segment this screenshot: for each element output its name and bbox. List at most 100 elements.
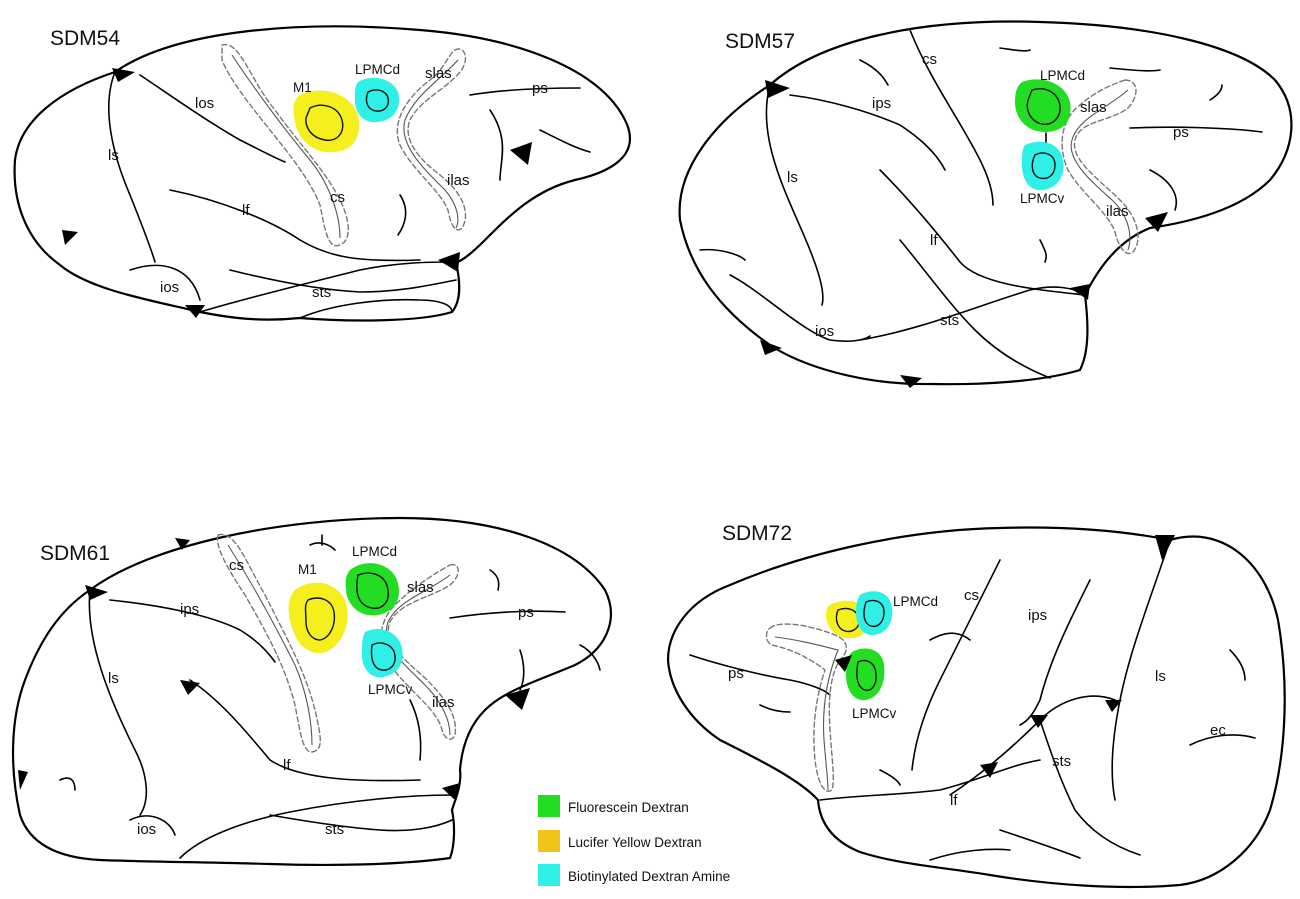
ips-sulcus-sdm61 [109, 599, 276, 663]
arcuate-dashed-sdm57 [1061, 79, 1139, 255]
label-sts-sdm54: sts [312, 284, 331, 301]
ips-sulcus-sdm57 [789, 94, 946, 171]
cs-dashed-sdm54 [221, 44, 349, 247]
label-los-sdm54: los [195, 95, 214, 112]
lf-sulcus-sdm54 [169, 189, 421, 262]
ps-sulcus-sdm72 [689, 654, 831, 696]
label-lpmcd-sdm57: LPMCd [1040, 68, 1085, 83]
injection-lpmcv-sdm72 [846, 648, 885, 701]
legend-swatch-bda [538, 864, 560, 886]
label-ec-sdm72: ec [1210, 722, 1226, 739]
lf-sulcus-sdm61 [189, 679, 421, 782]
temporal-lower-sdm54 [299, 298, 453, 319]
ps-sulcus-sdm57 [1129, 126, 1263, 133]
notch-5-sdm54 [185, 305, 205, 318]
label-ips-sdm57: ips [872, 95, 891, 112]
misc-2-sdm57 [999, 47, 1031, 52]
injection-lpmcv-core-sdm61 [370, 642, 396, 671]
legend-item-bda: Biotinylated Dextran Amine [538, 864, 730, 886]
notch-5-sdm57 [900, 375, 922, 388]
legend-swatch-fluorescein [538, 795, 560, 817]
arcuate-inner-sdm57 [1070, 89, 1131, 251]
misc-1-sdm57 [859, 59, 889, 86]
panel-sdm54: SDM54 los ls lf ios sts cs slas ilas ps … [13, 25, 631, 322]
notch-4-sdm72 [1105, 700, 1122, 712]
misc-3-sdm57 [1109, 67, 1161, 72]
label-lpmcv-sdm57: LPMCv [1020, 191, 1065, 206]
ec-sulcus-sdm72 [1189, 734, 1256, 746]
label-lf-sdm72: lf [950, 792, 958, 809]
cs-sulcus-sdm57 [909, 29, 994, 206]
misc-3-sdm72 [759, 704, 791, 713]
brain-outline-sdm54 [13, 25, 631, 322]
label-sts-sdm57: sts [940, 312, 959, 329]
ips-sulcus-sdm72 [1019, 579, 1091, 726]
injection-m1-core-sdm61 [304, 597, 336, 641]
notch-1-sdm57 [765, 80, 790, 98]
los-sulcus-sdm54 [139, 74, 286, 163]
label-cs-sdm54: cs [330, 189, 345, 206]
injection-lpmcd-core-sdm57 [1026, 88, 1061, 125]
label-ls-sdm72: ls [1155, 668, 1166, 685]
label-cs-sdm57: cs [922, 51, 937, 68]
cs-sulcus-sdm72 [911, 559, 1001, 771]
lf-sulcus-sdm57 [879, 169, 1086, 296]
misc-6-sdm57 [699, 248, 746, 261]
ls-sulcus-sdm61 [88, 589, 148, 816]
label-ps-sdm54: ps [532, 80, 548, 97]
misc-sulcus-1-sdm54 [489, 109, 504, 181]
label-lpmcv-sdm61: LPMCv [368, 682, 413, 697]
notch-2-sdm61 [175, 538, 190, 550]
notch-4-sdm57 [760, 340, 782, 355]
label-lpmcd-sdm72: LPMCd [893, 594, 938, 609]
misc-1-sdm72 [1229, 649, 1246, 681]
label-ls-sdm61: ls [108, 670, 119, 687]
label-slas-sdm57: slas [1080, 99, 1107, 116]
injection-lpmcd-sdm54 [354, 77, 400, 123]
label-lf-sdm57: lf [930, 232, 938, 249]
panel-id-sdm54: SDM54 [50, 27, 120, 50]
injection-lpmcd-sdm72 [856, 591, 893, 635]
injection-lpmcv-core-sdm57 [1031, 152, 1056, 180]
notch-5-sdm61 [18, 770, 28, 790]
brain-outline-sdm57 [678, 20, 1293, 386]
arcuate-dashed-sdm61 [380, 563, 459, 740]
cerebellum-line-sdm54 [199, 261, 457, 313]
label-lf-sdm61: lf [283, 757, 291, 774]
ps-sulcus-sdm61 [449, 610, 566, 619]
legend-swatch-lucifer-yellow [538, 830, 560, 852]
ls-sulcus-sdm54 [108, 71, 156, 263]
label-ilas-sdm54: ilas [447, 172, 470, 189]
misc-6-sdm72 [929, 848, 1011, 861]
ios-sulcus-sdm57 [729, 274, 871, 343]
label-lpmcv-sdm72: LPMCv [852, 706, 897, 721]
arcuate-dashed-sdm72 [765, 623, 847, 792]
label-lf-sdm54: lf [242, 202, 250, 219]
misc-2-sdm61 [489, 569, 500, 591]
cerebellum-line-sdm61 [179, 794, 453, 859]
notch-3-sdm54 [510, 142, 532, 165]
label-lpmcd-sdm61: LPMCd [352, 544, 397, 559]
arcuate-inner-sdm72 [774, 636, 839, 791]
notch-4-sdm61 [505, 688, 530, 710]
misc-7-sdm57 [1039, 239, 1047, 263]
cs-inner-sdm61 [227, 544, 313, 746]
label-ls-sdm54: ls [108, 147, 119, 164]
misc-3-sdm61 [409, 699, 422, 761]
cs-dashed-sdm61 [216, 533, 321, 753]
cerebellum-line-sdm57 [859, 286, 1086, 341]
arcuate-inner-sdm54 [403, 59, 459, 229]
injection-m1-core-sdm54 [305, 104, 344, 141]
notch-1-sdm54 [112, 68, 135, 82]
label-ips-sdm61: ips [180, 601, 199, 618]
label-m1-sdm54: M1 [293, 80, 312, 95]
label-slas-sdm61: slas [407, 579, 434, 596]
notch-3-sdm57 [1070, 284, 1090, 300]
injection-lpmcv-core-sdm72 [856, 659, 877, 691]
label-m1-sdm61: M1 [298, 562, 317, 577]
label-ips-sdm72: ips [1028, 607, 1047, 624]
legend-item-fluorescein: Fluorescein Dextran [538, 795, 689, 817]
misc-4-sdm72 [929, 632, 971, 641]
notch-2-sdm72 [1030, 715, 1048, 728]
